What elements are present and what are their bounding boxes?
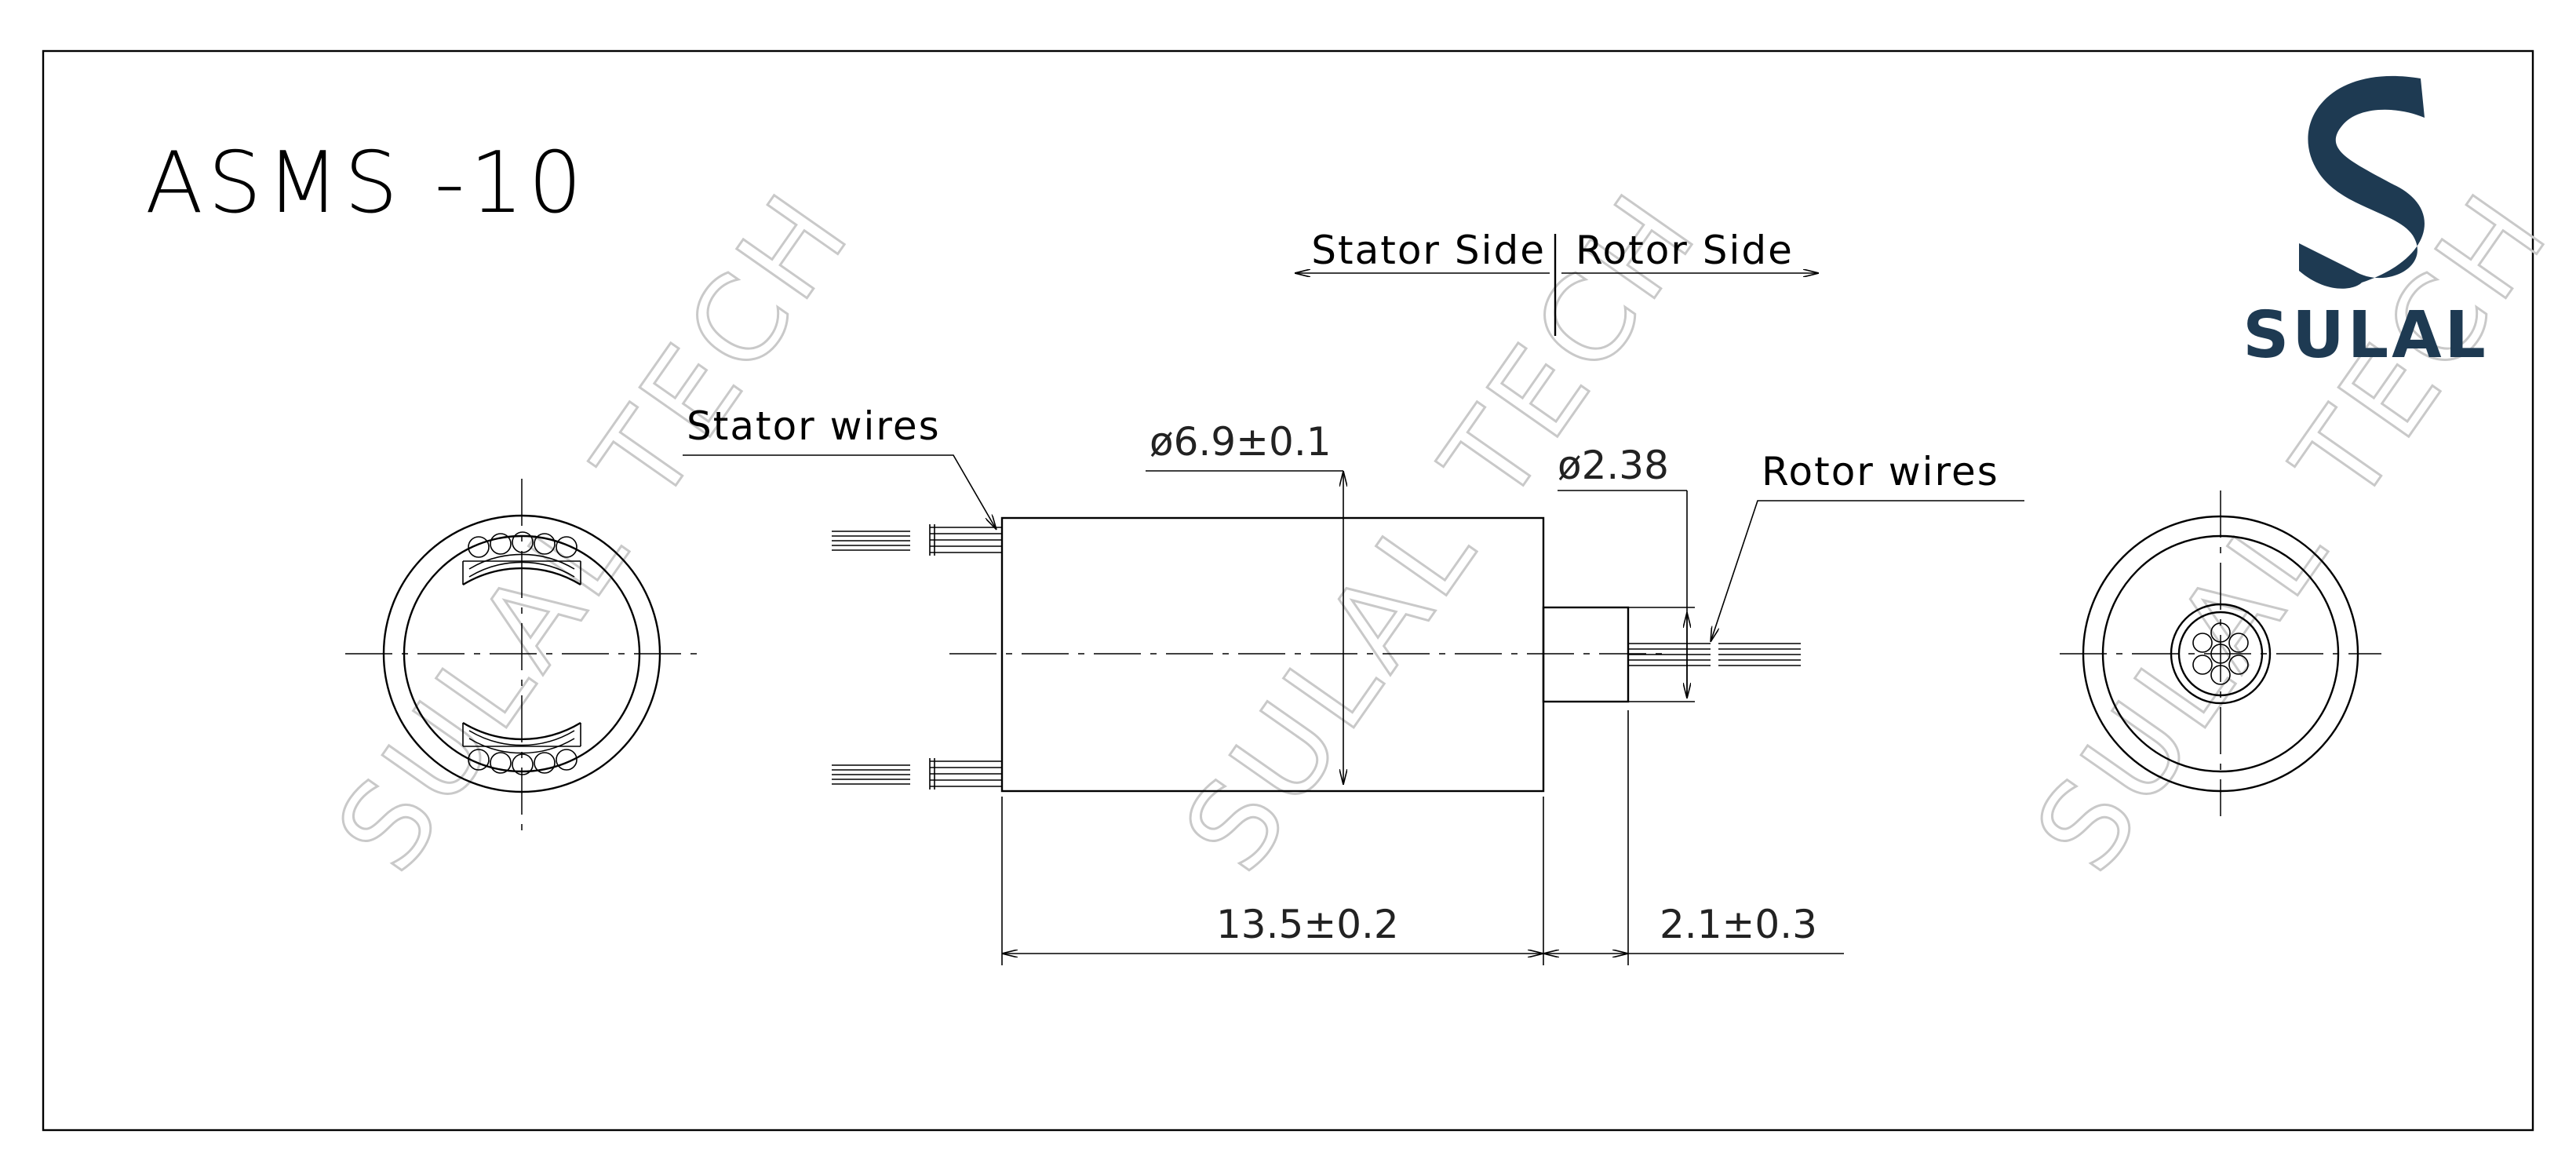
rotor-side-label: Rotor Side <box>1576 228 1794 273</box>
stator-wires-bottom <box>832 758 1002 790</box>
svg-text:SULAL TECH: SULAL TECH <box>1159 168 1725 895</box>
drawing-frame <box>42 49 2534 1132</box>
watermark-center: SULAL TECH <box>1157 166 1726 896</box>
brand-name: SULAL <box>2243 298 2489 373</box>
stator-wires-leader <box>683 454 997 530</box>
watermark-right: SULAL TECH <box>2009 166 2576 896</box>
stator-side-label: Stator Side <box>1311 228 1546 273</box>
shaft-diameter-text: ø2.38 <box>1558 443 1669 488</box>
stator-wires-label: Stator wires <box>687 403 941 449</box>
sulal-s-logo-icon <box>2299 75 2425 289</box>
rotor-wires-label: Rotor wires <box>1762 449 1999 494</box>
svg-text:SULAL TECH: SULAL TECH <box>2010 168 2576 895</box>
rotor-wires-leader <box>1711 500 2024 642</box>
stator-wires-top <box>832 524 1002 556</box>
svg-text:SULAL TECH: SULAL TECH <box>312 168 878 895</box>
rotor-shaft <box>1542 606 1630 703</box>
drawing-title: ASMS -10 <box>145 134 587 232</box>
watermark-left: SULAL TECH <box>310 166 879 896</box>
rotor-end-view <box>2060 491 2381 816</box>
rotor-wires <box>1628 643 1801 666</box>
shaft-length-text: 2.1±0.3 <box>1660 902 1817 947</box>
side-indicator <box>1295 234 1819 336</box>
stator-end-view <box>345 479 698 830</box>
body-length-text: 13.5±0.2 <box>1216 902 1399 947</box>
side-view <box>683 454 2024 965</box>
body-diameter-text: ø6.9±0.1 <box>1150 419 1332 465</box>
